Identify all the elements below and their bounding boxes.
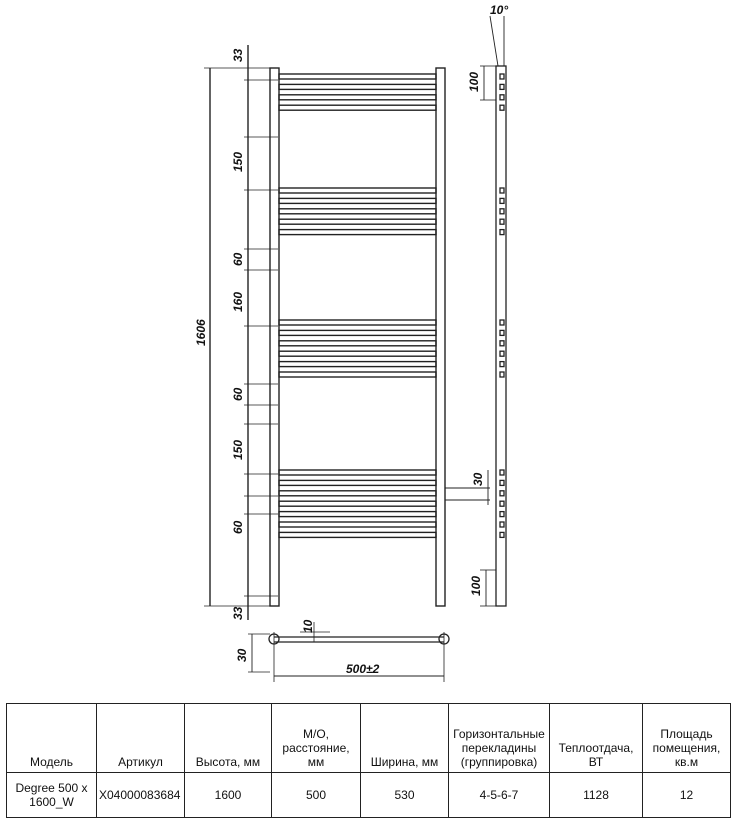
side-view	[445, 15, 507, 607]
crossbar	[278, 340, 437, 347]
crossbar	[278, 218, 437, 225]
side-bar-end	[499, 521, 505, 528]
crossbar	[278, 104, 437, 111]
dim-tilt-angle: 10°	[490, 3, 508, 17]
crossbar	[278, 490, 437, 497]
dim-top-bracket: 100	[467, 72, 481, 92]
side-bar-end	[499, 360, 505, 368]
crossbar	[278, 350, 437, 357]
crossbar	[278, 371, 437, 378]
header-width: Ширина, мм	[360, 703, 449, 773]
spec-table: Модель Артикул Высота, мм М/О, расстояни…	[6, 703, 731, 818]
tilt-line-a	[489, 15, 499, 67]
side-bar-end	[499, 94, 505, 101]
front-dimension-labels: 33 150 60 160 60 150 60 33 1606	[194, 48, 245, 620]
header-article: Артикул	[96, 703, 185, 773]
cell-height: 1600	[184, 772, 272, 818]
cell-room-area: 12	[642, 772, 731, 818]
header-height: Высота, мм	[184, 703, 272, 773]
crossbar	[278, 469, 437, 476]
side-bar-end	[499, 319, 505, 326]
header-bars: Горизонтальные перекладины (группировка)	[448, 703, 550, 773]
side-bar-end	[499, 187, 505, 194]
dim-mid-offset: 30	[471, 472, 485, 486]
dim-bottom-bracket: 100	[469, 576, 483, 596]
side-bar-end	[499, 340, 505, 347]
side-bar-end	[499, 469, 505, 476]
side-bar-end	[499, 531, 505, 539]
crossbar	[278, 73, 437, 80]
cell-bars: 4-5-6-7	[448, 772, 550, 818]
dim-overall-height: 1606	[194, 319, 208, 346]
crossbar-set	[278, 73, 437, 539]
crossbar	[278, 521, 437, 528]
dim-gap-150-upper: 150	[231, 152, 245, 172]
dim-bottom-offset: 33	[231, 606, 245, 620]
dim-top-offset: 33	[231, 48, 245, 62]
crossbar	[278, 500, 437, 507]
side-dimension-labels: 10° 100 30 100	[467, 3, 508, 596]
side-bar-end	[499, 490, 505, 497]
side-bar-end	[499, 218, 505, 225]
dim-gap-150-lower: 150	[231, 440, 245, 460]
dim-gap-60-upper: 60	[231, 252, 245, 266]
cell-model: Degree 500 x 1600_W	[6, 772, 97, 818]
side-bar-end	[499, 83, 505, 91]
technical-drawing: 33 150 60 160 60 150 60 33 1606 10° 100 …	[194, 3, 508, 682]
dim-width: 500±2	[346, 662, 380, 676]
side-bar-end	[499, 329, 505, 337]
side-bar-end	[499, 104, 505, 111]
dim-gap-160: 160	[231, 292, 245, 312]
crossbar	[278, 228, 437, 236]
dim-collector: 10	[301, 619, 315, 633]
cell-width: 530	[360, 772, 449, 818]
side-bar-ends	[499, 73, 505, 539]
header-room-area: Площадь помещения, кв.м	[642, 703, 731, 773]
side-bar-end	[499, 208, 505, 215]
table-row: Degree 500 x 1600_W X04000083684 1600 50…	[6, 772, 731, 818]
side-bar-end	[499, 479, 505, 487]
header-center-distance: М/О, расстояние, мм	[271, 703, 361, 773]
crossbar	[278, 319, 437, 326]
dim-depth: 30	[235, 648, 249, 662]
crossbar	[278, 94, 437, 101]
dim-gap-60-lower: 60	[231, 520, 245, 534]
left-collector	[269, 67, 280, 607]
table-header-row: Модель Артикул Высота, мм М/О, расстояни…	[6, 703, 731, 773]
crossbar	[278, 197, 437, 205]
cell-article: X04000083684	[96, 772, 185, 818]
side-bar-end	[499, 197, 505, 205]
side-collector	[495, 65, 507, 607]
header-heat-output: Теплоотдача, ВТ	[549, 703, 643, 773]
cell-heat-output: 1128	[549, 772, 643, 818]
header-model: Модель	[6, 703, 97, 773]
bottom-view	[248, 622, 450, 682]
front-view	[204, 45, 446, 620]
side-bar-end	[499, 350, 505, 357]
right-collector	[435, 67, 446, 607]
crossbar	[278, 83, 437, 91]
crossbar	[278, 510, 437, 518]
crossbar	[278, 329, 437, 337]
cell-center-distance: 500	[271, 772, 361, 818]
dim-gap-60-middle: 60	[231, 387, 245, 401]
side-bar-end	[499, 228, 505, 236]
side-bar-end	[499, 510, 505, 518]
side-bar-end	[499, 73, 505, 80]
crossbar	[278, 531, 437, 539]
crossbar	[278, 208, 437, 215]
crossbar	[278, 360, 437, 368]
side-bar-end	[499, 500, 505, 507]
side-bar-end	[499, 371, 505, 378]
bottom-dimension-labels: 30 10 500±2	[235, 619, 380, 676]
crossbar	[278, 187, 437, 194]
crossbar	[278, 479, 437, 487]
